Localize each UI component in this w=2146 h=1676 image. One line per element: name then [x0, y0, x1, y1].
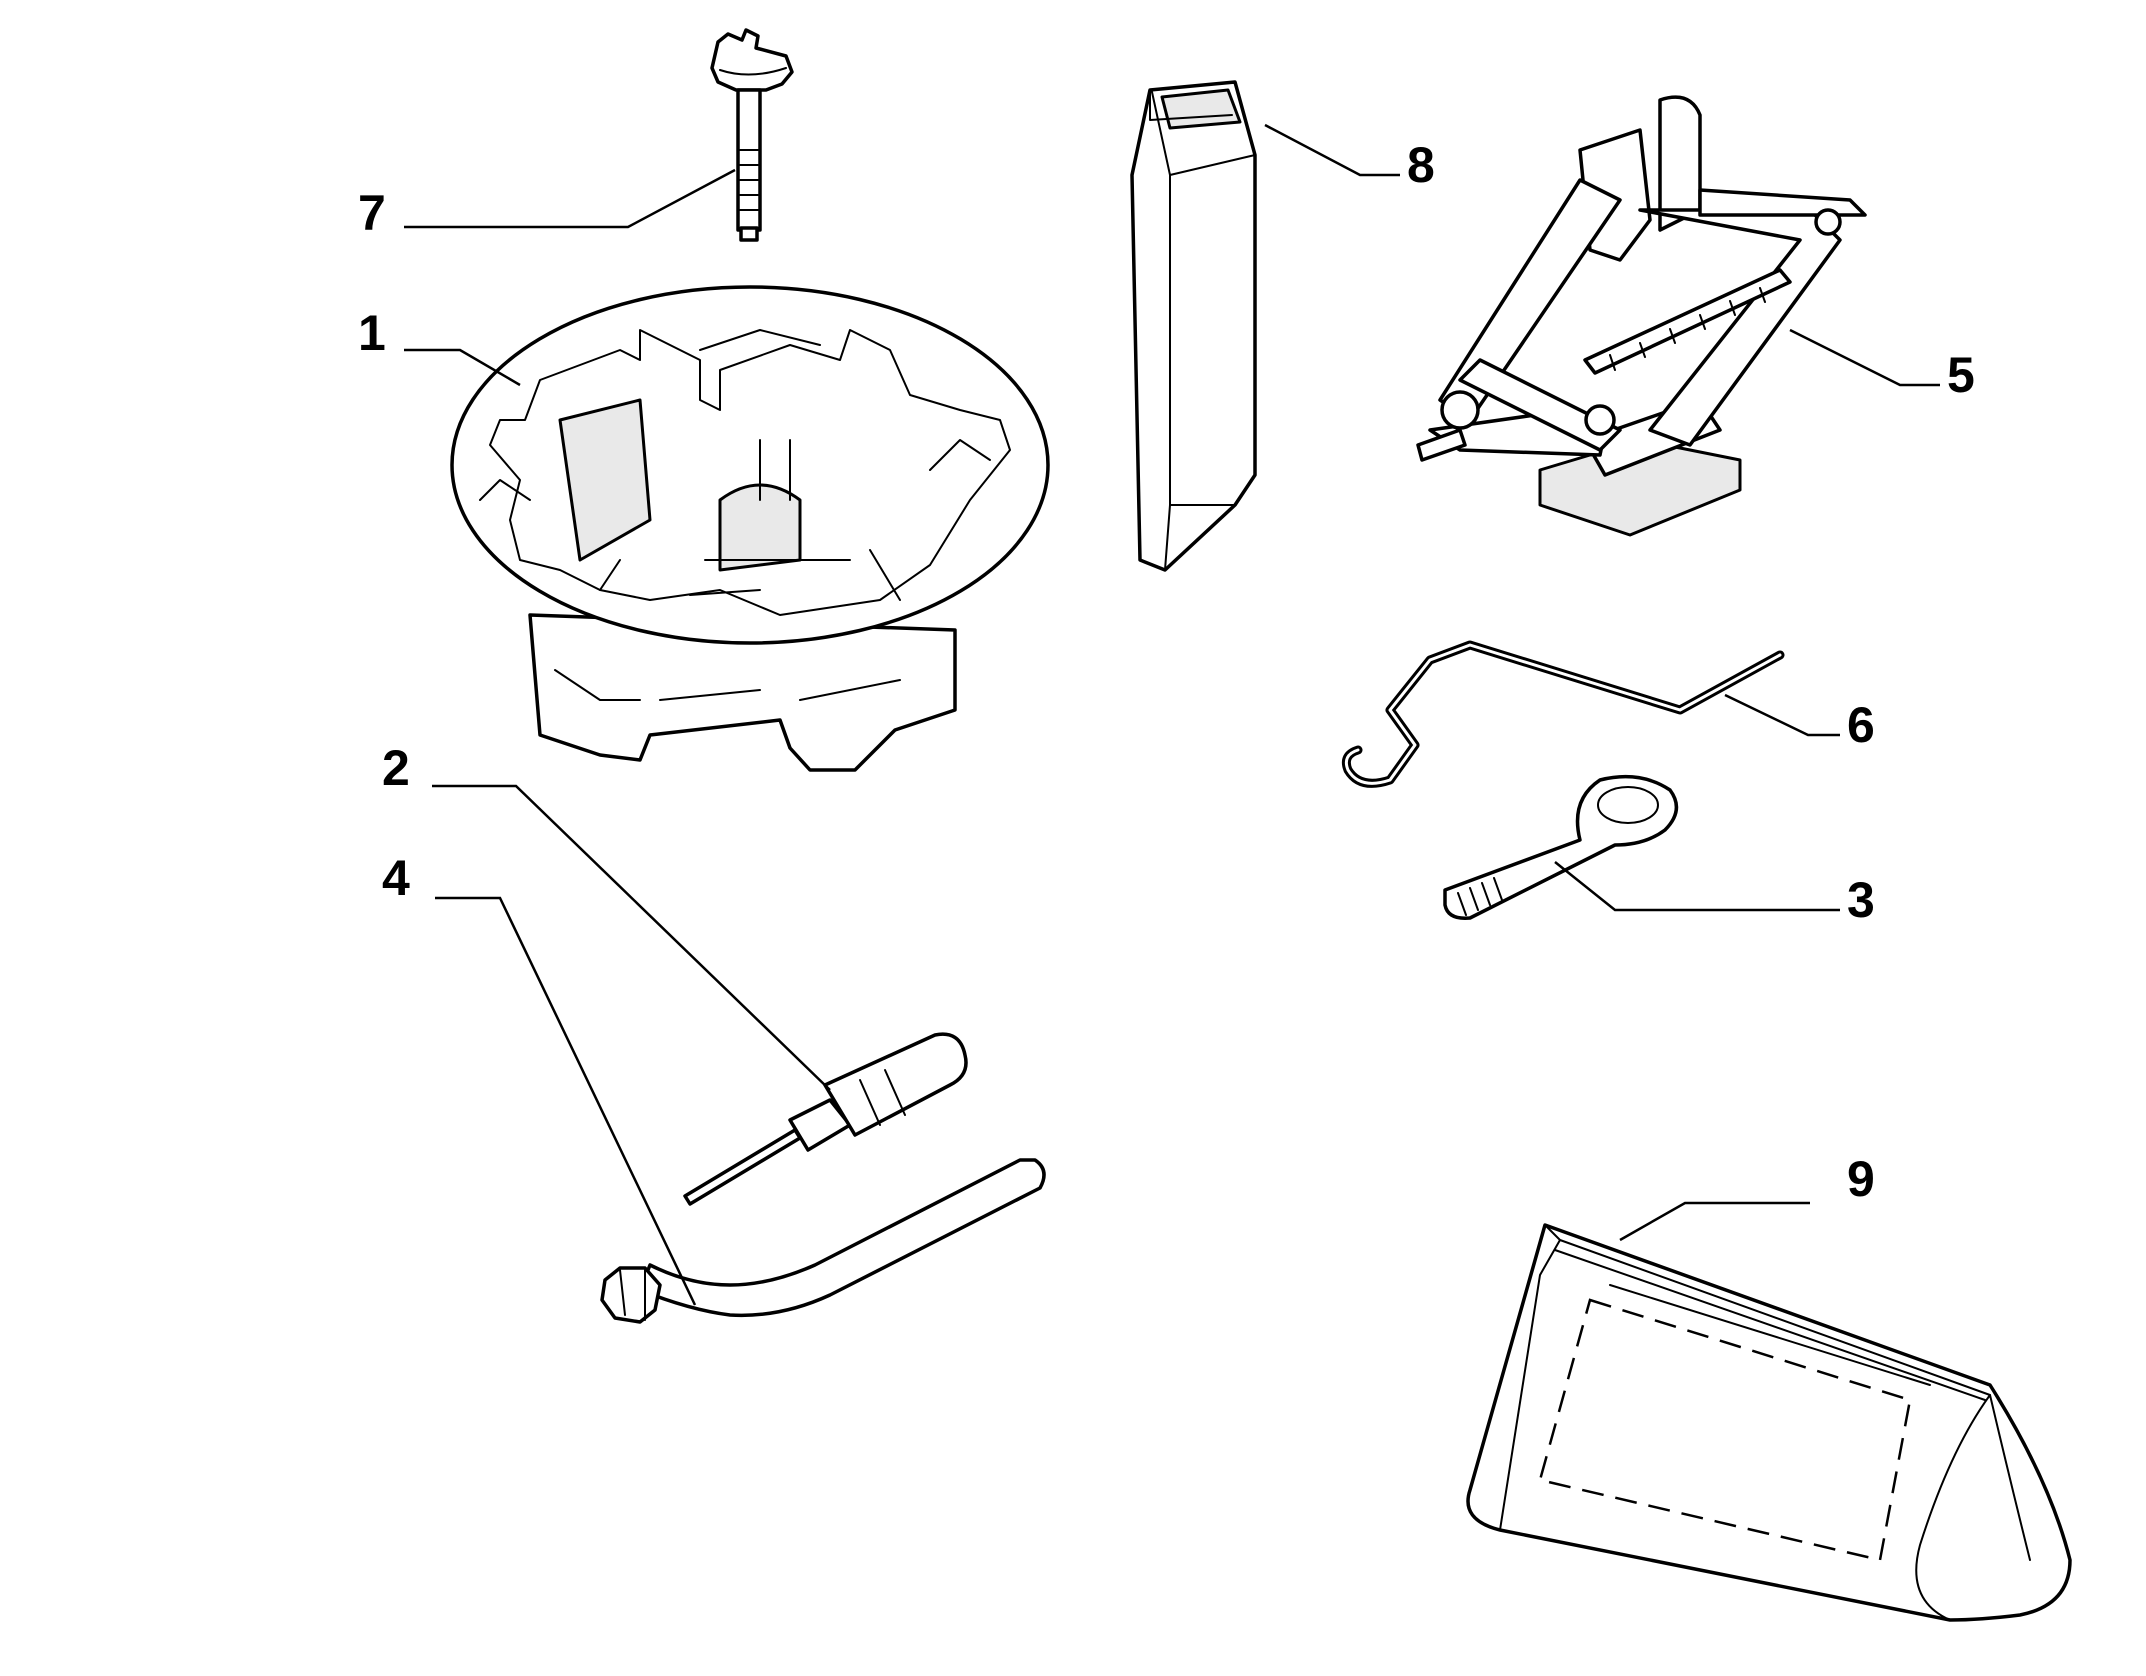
part-6-hook — [1341, 640, 1785, 788]
part-8-wedge — [1130, 80, 1257, 572]
leader-lines — [404, 123, 1940, 1306]
part-2-screwdriver — [683, 1032, 968, 1206]
leader-1 — [404, 348, 521, 387]
part-7-bolt — [710, 28, 794, 242]
leader-5 — [1789, 328, 1940, 387]
part-5-scissor-jack — [1416, 95, 1867, 537]
callout-4: 4 — [382, 850, 410, 906]
callout-8: 8 — [1407, 137, 1435, 193]
part-4-wheel-brace — [600, 1158, 1046, 1324]
part-9-tool-bag — [1466, 1223, 2072, 1622]
leader-4 — [435, 896, 697, 1306]
callout-5: 5 — [1947, 347, 1975, 403]
leader-3 — [1554, 861, 1840, 912]
callout-numbers: 7 1 2 4 8 5 6 3 9 — [358, 137, 1975, 1207]
part-1-tool-tray — [450, 285, 1050, 772]
callout-7: 7 — [358, 185, 386, 241]
callout-2: 2 — [382, 740, 410, 796]
callout-6: 6 — [1847, 697, 1875, 753]
callout-3: 3 — [1847, 872, 1875, 928]
leader-2 — [432, 784, 831, 1091]
callout-1: 1 — [358, 305, 386, 361]
leader-8 — [1264, 123, 1400, 177]
callout-9: 9 — [1847, 1151, 1875, 1207]
part-3-towing-eye — [1443, 774, 1679, 920]
leader-9 — [1619, 1201, 1810, 1242]
leader-7 — [404, 168, 736, 229]
leader-6 — [1724, 693, 1840, 737]
